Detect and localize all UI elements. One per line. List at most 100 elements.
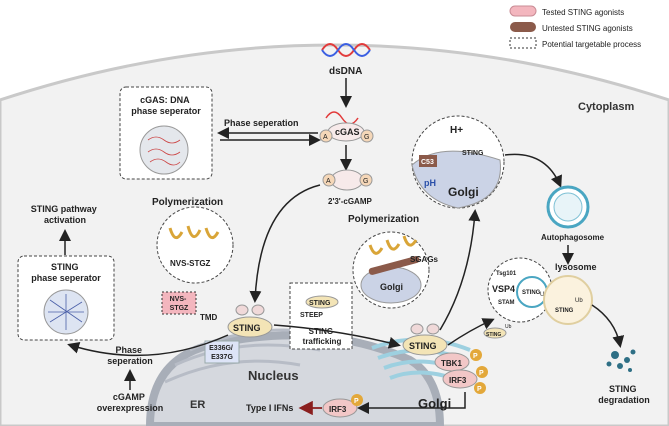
tbk1-label: TBK1 [441, 359, 462, 368]
cgamp-label: 2'3'-cGAMP [328, 197, 372, 206]
sting-er-label: STING [233, 323, 261, 333]
sting-trafficking-l2: trafficking [303, 337, 342, 346]
phospho-irf3-1 [476, 366, 488, 378]
phospho-irf3-2-label: P [477, 386, 482, 393]
arrow-er-to-golgi [273, 324, 401, 349]
sting-er [227, 316, 273, 338]
sting-golgi-dimer [410, 323, 440, 335]
sting-polymer-right [368, 235, 418, 255]
arrow-cgamp-to-sting-er [249, 184, 321, 303]
phospho-irf3-1-label: P [479, 370, 484, 377]
cgas-droplet [139, 125, 189, 175]
nvs-polymer-circle [156, 206, 234, 284]
irf3-out-label: IRF3 [329, 405, 347, 414]
sting-droplet-contents [48, 294, 84, 330]
sting-phase-title-l2: phase seperator [31, 273, 101, 283]
arrow-golgi-to-ph [439, 209, 481, 331]
legend-swatch-tested [509, 5, 537, 17]
cgas-a-label: A [323, 134, 328, 141]
irf3-golgi-label: IRF3 [449, 376, 467, 385]
legend: Tested STING agonists Untested STING ago… [509, 5, 641, 49]
arrow-lysosome-to-degradation [591, 304, 625, 348]
sting-trafficking-label: STING trafficking [303, 327, 342, 346]
sting-trafficking-box [289, 282, 353, 350]
phospho-irf3-out-label: P [354, 398, 359, 405]
arrow-ph-to-autophagosome [504, 153, 562, 188]
phospho-irf3-2 [474, 382, 486, 394]
pathway-activation-l2: activation [44, 215, 86, 225]
sgags-bar [368, 256, 420, 275]
polymerization-left-label: Polymerization [152, 197, 223, 208]
tsg101-label: Tsg101 [496, 271, 517, 277]
sting-vsp-label: STING [522, 290, 541, 296]
cgamp-over-l1: cGAMP [113, 392, 145, 402]
golgi-poly-label: Golgi [380, 282, 403, 292]
golgi-ph-label: Golgi [448, 185, 479, 199]
sting-lys-label: STING [555, 308, 574, 314]
cgamp-g-label: G [363, 178, 368, 185]
sgags-label: SGAGs [410, 255, 439, 264]
autophagosome-label: Autophagosome [541, 233, 605, 242]
sting-small [483, 327, 507, 339]
irf3-golgi [442, 369, 478, 389]
sting-golgi [402, 334, 448, 356]
nvs-stgz-label: NVS-STGZ [170, 259, 211, 268]
sting-phase-title-l1: STING [51, 262, 79, 272]
phospho-tbk1 [470, 349, 482, 361]
steep-label: STEEP [300, 312, 323, 319]
ph-label: pH [424, 178, 436, 188]
sting-er-dimer [235, 304, 265, 316]
cgamp-molecule [322, 169, 373, 191]
legend-swatch-potential [509, 37, 537, 49]
cytoplasm-label: Cytoplasm [578, 101, 634, 113]
cgas-phase-title: cGAS: DNA phase seperator [131, 95, 201, 116]
sting-traffic-ellipse [305, 295, 339, 309]
mutation-l2: E337G [211, 354, 233, 361]
phase-sep-left-l2: seperation [107, 356, 153, 366]
nvs-stgz-box [161, 291, 197, 315]
stam-label: STAM [498, 300, 515, 306]
lysosome [543, 275, 593, 325]
cgas-label: cGAS [335, 127, 360, 137]
phospho-irf3-out [351, 394, 363, 406]
lysosome-label: lysosome [555, 262, 597, 272]
cgas-droplet-contents [147, 136, 181, 166]
er-label: ER [190, 399, 205, 411]
dsdna-label: dsDNA [329, 66, 362, 77]
sting-trafficking-l1: STING [309, 327, 333, 336]
vsp4-label: VSP4 [492, 284, 515, 294]
nvs-stgz-box-label: NVS- STGZ [170, 296, 189, 312]
polymerization-right-label: Polymerization [348, 214, 419, 225]
sting-traffic-label: STING [309, 300, 331, 307]
pathway-activation-l1: STING pathway [31, 204, 97, 214]
arrow-er-to-phase [67, 334, 229, 357]
tmd-label: TMD [200, 313, 218, 322]
phase-sep-arrow-label: Phase seperation [224, 118, 299, 128]
sting-ph-label: STING [462, 150, 484, 157]
phase-sep-left-l1: Phase [115, 345, 142, 355]
sting-degradation-l2: degradation [598, 395, 650, 405]
sting-polymer-left [168, 225, 220, 240]
phospho-tbk1-label: P [473, 353, 478, 360]
ub-small-label: Ub [505, 324, 512, 330]
legend-label-tested: Tested STING agonists [542, 8, 624, 17]
arrow-golgi-to-vsp [447, 318, 495, 346]
degradation-fragments [606, 349, 636, 372]
ub-lys-label: Ub [575, 298, 583, 304]
cgas-phase-title-l1: cGAS: DNA [140, 95, 190, 105]
c53-box [419, 155, 437, 167]
nvs-stgz-box-l2: STGZ [170, 305, 189, 312]
arrow-irf3-to-nucleus [357, 392, 466, 414]
cgamp-over-label: cGAMP overexpression [97, 392, 164, 413]
legend-label-untested: Untested STING agonists [542, 24, 633, 33]
phase-sep-left-label: Phase seperation [107, 345, 153, 366]
legend-label-potential: Potential targetable process [542, 40, 641, 49]
pathway-activation-label: STING pathway activation [31, 204, 100, 225]
autophagosome-inner [553, 192, 583, 222]
cgas-phase-title-l2: phase seperator [131, 106, 201, 116]
sting-small-label: STING [486, 332, 501, 338]
nucleus-label: Nucleus [248, 368, 299, 383]
sting-golgi-label: STING [409, 341, 437, 351]
sting-degradation-label: STING degradation [598, 384, 650, 405]
